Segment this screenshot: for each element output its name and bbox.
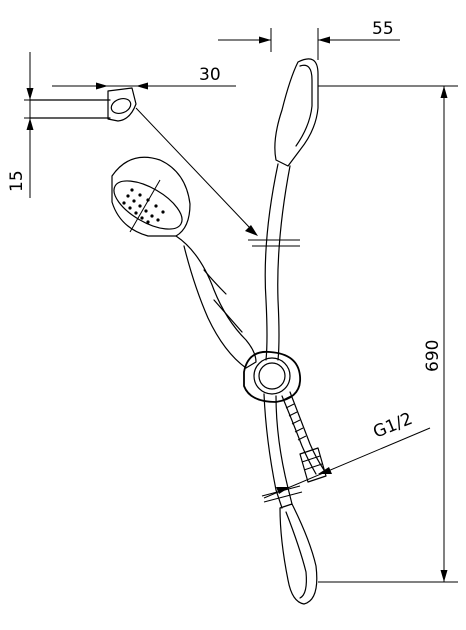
dimension-690: 690 bbox=[318, 85, 458, 583]
dimension-g12: G1/2 bbox=[263, 409, 431, 499]
rail-upper-mount bbox=[274, 58, 319, 167]
shower-hose bbox=[281, 391, 327, 483]
rail-lower-mount bbox=[279, 503, 318, 605]
dimension-15: 15 bbox=[7, 52, 110, 198]
rail-bar bbox=[248, 163, 303, 509]
dimension-55: 55 bbox=[218, 19, 400, 60]
dim-label-15: 15 bbox=[7, 170, 27, 192]
dim-label-55: 55 bbox=[372, 19, 394, 39]
wall-bracket bbox=[29, 87, 258, 236]
dimension-30: 30 bbox=[52, 65, 236, 90]
dim-label-thread: G1/2 bbox=[370, 409, 415, 443]
dim-label-30: 30 bbox=[199, 65, 221, 85]
spray-nozzles bbox=[122, 188, 165, 224]
hand-shower bbox=[111, 156, 257, 369]
hose-coils bbox=[282, 395, 307, 441]
dim-label-690: 690 bbox=[423, 340, 443, 372]
slider-holder bbox=[243, 350, 301, 403]
